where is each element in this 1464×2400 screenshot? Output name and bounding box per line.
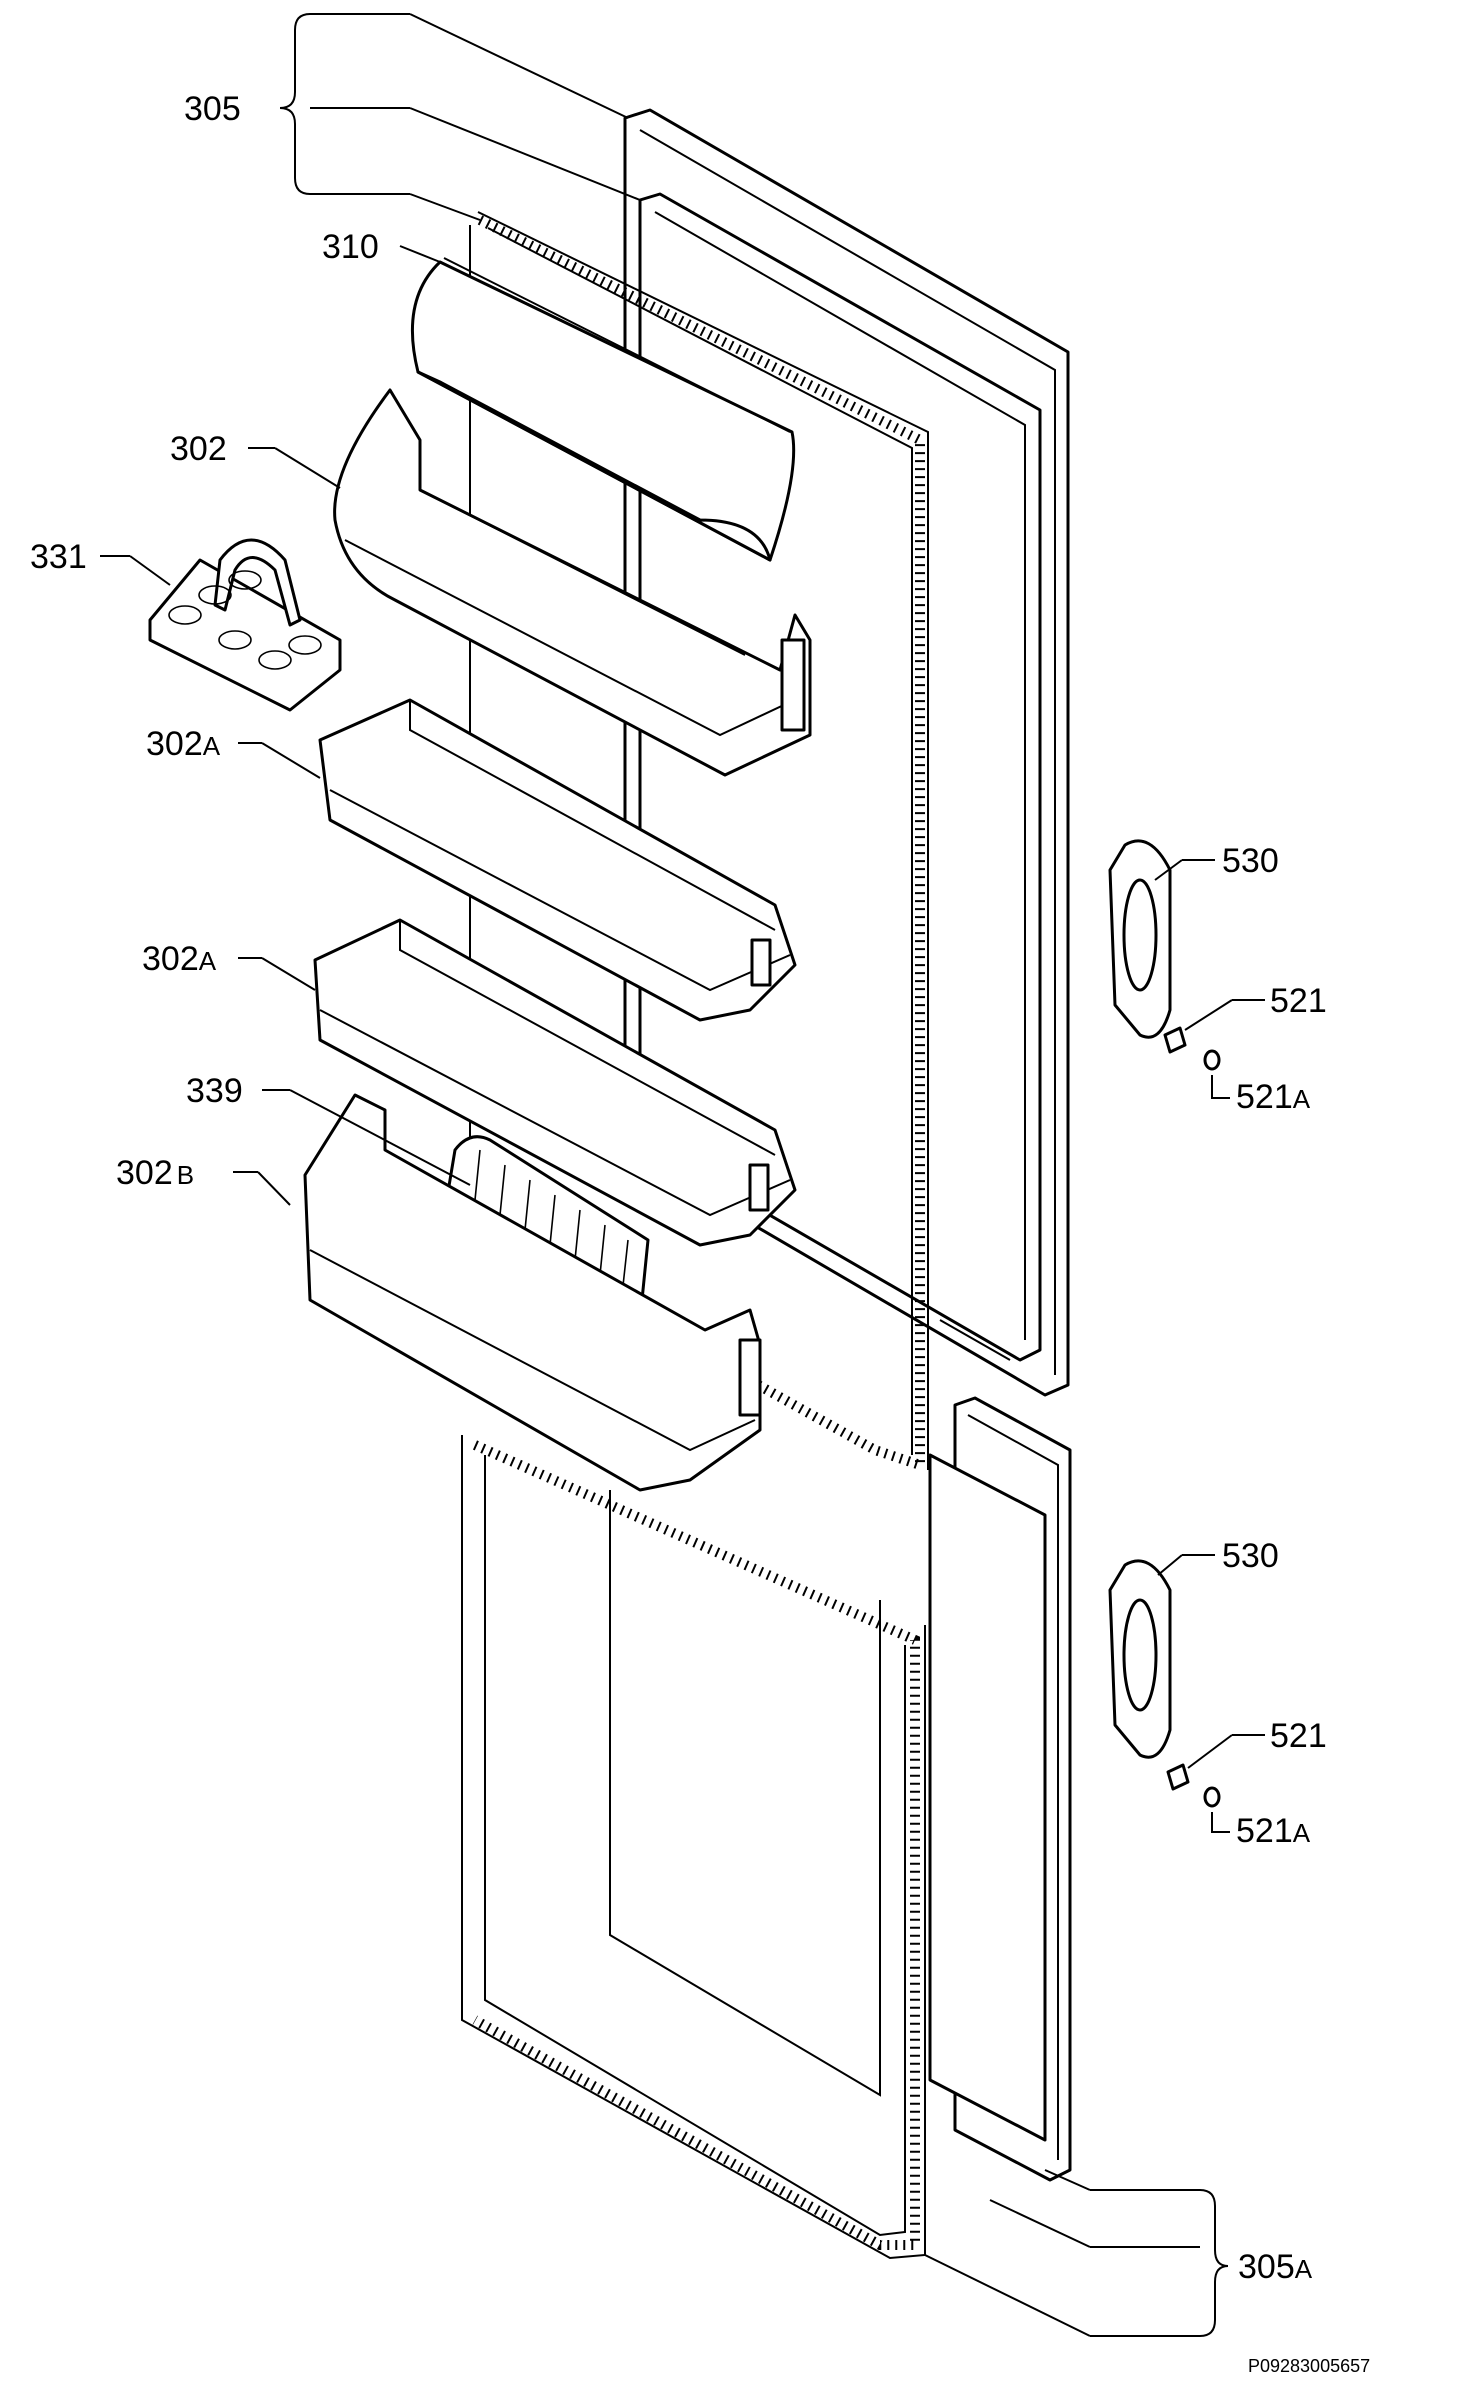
label-302a-second: 302A: [142, 940, 217, 978]
drawing-code: P09283005657: [1248, 2356, 1370, 2376]
label-521a-lower-num: 521: [1236, 1812, 1293, 1850]
leader-lines: [100, 13, 1265, 2337]
label-331: 331: [30, 538, 87, 576]
label-521-upper: 521: [1270, 982, 1327, 1020]
label-530-lower: 530: [1222, 1537, 1279, 1575]
label-302: 302: [170, 430, 227, 468]
egg-tray: [148, 538, 342, 712]
label-302a-second-num: 302: [142, 940, 199, 978]
label-310: 310: [322, 228, 379, 266]
label-302a-first-num: 302: [146, 725, 203, 763]
washer-lower: [1203, 1786, 1221, 1808]
dairy-compartment-flap: [410, 257, 796, 562]
label-521a-upper-suffix: A: [1293, 1084, 1311, 1114]
label-305a-num: 305: [1238, 2248, 1295, 2286]
hinge-cover-lower: [1108, 1559, 1172, 1759]
label-302b-suffix: B: [177, 1160, 194, 1190]
door-tray-middle-2: [313, 918, 797, 1247]
washer-upper: [1203, 1049, 1221, 1071]
lower-door-assembly: [461, 1396, 1072, 2260]
hinge-cover-upper: [1108, 839, 1172, 1039]
label-521a-upper-num: 521: [1236, 1078, 1293, 1116]
label-305a-suffix: A: [1295, 2254, 1313, 2284]
label-305: 305: [184, 90, 241, 128]
label-302a-first-suffix: A: [203, 731, 221, 761]
label-521-lower: 521: [1270, 1717, 1327, 1755]
label-305a: 305A: [1238, 2248, 1313, 2286]
label-521a-lower-suffix: A: [1293, 1818, 1311, 1848]
label-302a-second-suffix: A: [199, 946, 217, 976]
door-tray-middle-1: [318, 698, 797, 1022]
label-339: 339: [186, 1072, 243, 1110]
label-302a-first: 302A: [146, 725, 221, 763]
screw-upper: [1163, 1026, 1187, 1054]
label-530-upper: 530: [1222, 842, 1279, 880]
door-tray-bottom: [303, 1093, 762, 1492]
door-tray-top: [333, 388, 812, 777]
label-521a-upper: 521A: [1236, 1078, 1311, 1116]
label-521a-lower: 521A: [1236, 1812, 1311, 1850]
label-302b-num: 302: [116, 1154, 173, 1192]
screw-lower: [1166, 1763, 1190, 1791]
